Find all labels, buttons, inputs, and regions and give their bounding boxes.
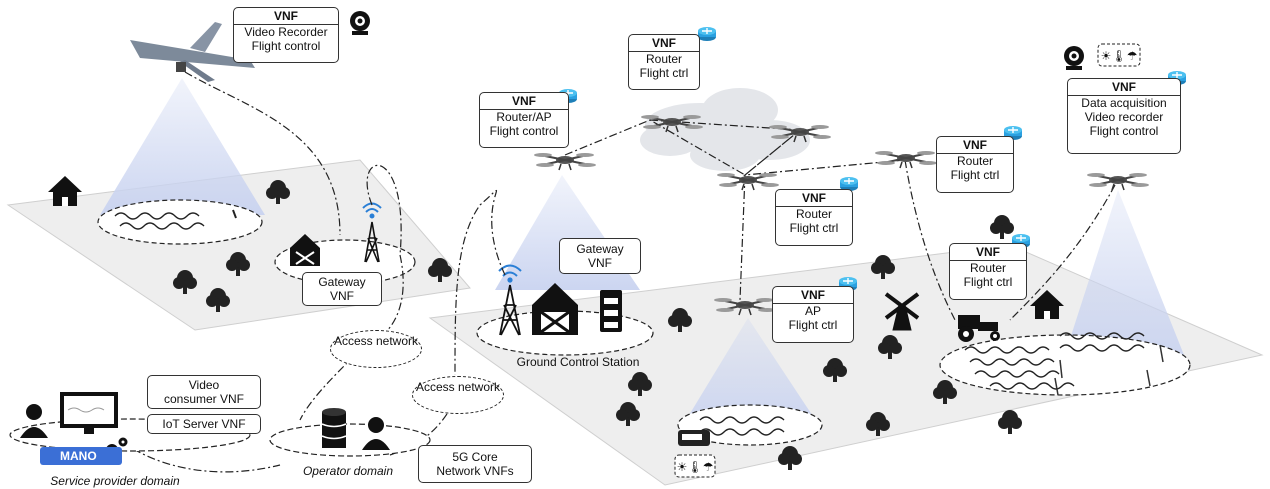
house-icon [1030,290,1064,319]
drone-icon [533,152,597,171]
vnf-header: VNF [480,93,568,110]
weather-sensor-icon: ☀🌡☂ [674,454,716,478]
antenna-tower-icon [499,284,521,336]
vnf-line: Flight ctrl [963,275,1013,289]
vnf-line: Router/AP [496,110,552,124]
gateway-label: VNF [588,256,612,270]
vnf-header: VNF [234,8,338,25]
weather-sensor-icon: ☀🌡☂ [1097,43,1141,67]
vnf-line: Flight control [489,124,559,138]
barn-icon [532,283,578,335]
antenna-tower-icon [364,221,380,263]
crop-icon [1054,344,1164,396]
access-line: network [376,334,419,348]
vnf-line: Router [956,154,994,168]
gateway-label: Gateway [576,242,624,256]
vnf-line: Flight ctrl [788,318,838,332]
service-provider-domain-label: Service provider domain [50,474,180,488]
vnf-line: Flight ctrl [789,221,839,235]
vnf-header: VNF [1068,79,1180,96]
vnf-box-router-top: VNF Router Flight ctrl [628,34,700,90]
iot-server-vnf: IoT Server VNF [147,414,261,434]
vnf-header: VNF [776,190,852,207]
vnf-box-router-field: VNF Router Flight ctrl [949,243,1027,300]
vnf-box-router-ap: VNF Router/AP Flight control [479,92,569,148]
vnf-header: VNF [629,35,699,52]
access-line: Access [415,380,455,394]
gateway-vnf-left: Gateway VNF [302,272,382,306]
mano-badge: MANO [40,447,122,465]
webcam-icon [350,11,370,35]
access-network-label: Access network [331,334,421,348]
vnf-line: Data acquisition [1081,96,1167,110]
beam-drone-ap [680,318,822,430]
house-icon [48,176,82,206]
vnf-line: AP [804,304,821,318]
drone-icon [130,22,255,82]
drone-icon [716,172,780,191]
video-consumer-vnf: Video consumer VNF [147,375,261,409]
crop-icon [114,209,237,230]
beam-drone-right [1060,190,1190,370]
svg-text:☀🌡☂: ☀🌡☂ [1101,49,1138,63]
tractor-icon [958,315,1000,342]
5g-core-vnf: 5G Core Network VNFs [418,445,532,483]
vnf-line: Flight ctrl [639,66,689,80]
vnf-line: Router [969,261,1007,275]
access-line: network [458,380,501,394]
vnf-line: Flight control [1089,124,1159,138]
windmill-icon [884,292,920,331]
access-network-2: Access network [412,376,504,414]
vnf-box-video-recorder: VNF Video Recorder Flight control [233,7,339,63]
barn-icon [290,234,320,266]
gateway-vnf-right: Gateway VNF [559,238,641,274]
links [119,71,1116,473]
video-consumer-line: Video [188,378,220,392]
gateway-label: Gateway [318,275,366,289]
vnf-line: Router [795,207,833,221]
beam-plane [100,78,265,215]
user-icon [20,404,48,438]
gateway-label: VNF [330,289,354,303]
access-network-1: Access network [330,330,422,368]
vnf-line: Flight control [251,39,321,53]
ground-control-station-label: Ground Control Station [516,355,640,369]
iot-device-icon [678,430,710,446]
monitor-icon [60,392,118,434]
vnf-header: VNF [950,244,1026,261]
core-line: 5G Core [452,450,498,464]
vnf-header: VNF [773,287,853,304]
access-network-label: Access network [413,380,503,394]
router-icon [697,26,717,42]
vnf-line: Video recorder [1084,110,1164,124]
vnf-line: Flight ctrl [950,168,1000,182]
operator-domain-label: Operator domain [302,464,394,478]
database-icon [321,408,347,448]
iot-server-label: IoT Server VNF [162,417,246,431]
core-line: Network VNFs [436,464,514,478]
wifi-icon [498,264,522,283]
vnf-box-data-acquisition: VNF Data acquisition Video recorder Flig… [1067,78,1181,154]
vnf-line: Video Recorder [244,25,328,39]
svg-text:☀🌡☂: ☀🌡☂ [677,460,714,474]
user-icon [362,417,390,450]
video-consumer-line: consumer VNF [163,392,245,406]
silo-icon [600,290,622,332]
vnf-line: Router [645,52,683,66]
drone-icon [1086,172,1150,191]
vnf-box-router-mid: VNF Router Flight ctrl [775,189,853,246]
webcam-icon [1064,46,1084,70]
vnf-box-ap: VNF AP Flight ctrl [772,286,854,343]
vnf-box-router-right: VNF Router Flight ctrl [936,136,1014,193]
access-line: Access [333,334,373,348]
vnf-header: VNF [937,137,1013,154]
